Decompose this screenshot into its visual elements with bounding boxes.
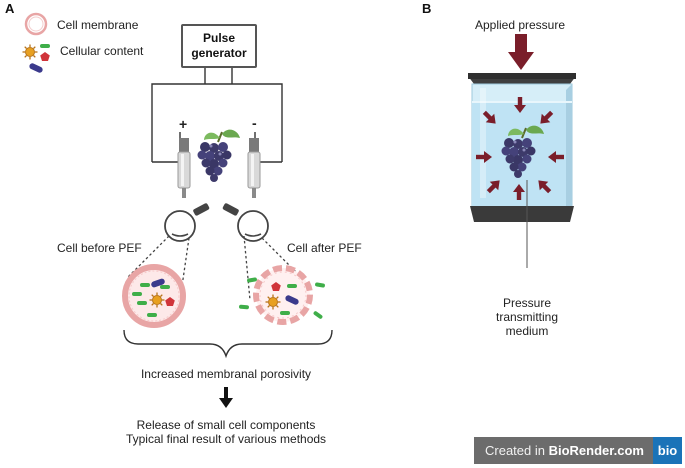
biorender-text: Created in BioRender.com	[474, 443, 653, 458]
applied-pressure-arrow-icon	[508, 34, 534, 70]
right-paddle-icon	[222, 203, 239, 216]
pulse-generator-box: Pulse generator	[181, 24, 257, 68]
biorender-prefix: Created in	[485, 443, 549, 458]
cell-after-label: Cell after PEF	[287, 241, 362, 255]
legend-pentagon-icon	[40, 52, 50, 61]
legend-membrane-label: Cell membrane	[57, 18, 139, 32]
medium-label-line1: Pressure	[502, 296, 552, 310]
legend-content-label: Cellular content	[60, 44, 144, 58]
medium-label-line2: transmitting	[495, 310, 559, 324]
legend-virus-icon	[21, 43, 39, 61]
pulse-generator-line1: Pulse	[202, 31, 235, 45]
plus-sign: +	[179, 116, 188, 132]
medium-label-line3: medium	[505, 324, 549, 338]
panel-label-b: B	[422, 1, 432, 16]
biorender-logo-icon: bio	[653, 437, 682, 464]
negative-electrode-icon	[247, 137, 261, 199]
pulse-generator-line2: generator	[191, 46, 247, 60]
applied-pressure-label: Applied pressure	[474, 18, 566, 32]
positive-electrode-icon	[177, 137, 191, 199]
cell-after-icon	[238, 265, 326, 325]
down-arrow-icon	[219, 387, 233, 408]
panel-label-a: A	[5, 1, 15, 16]
release-caption-line2: Typical final result of various methods	[125, 432, 327, 446]
legend-green-particle-icon	[40, 44, 50, 48]
legend-membrane-inner-icon	[28, 16, 44, 32]
cell-before-icon	[122, 264, 186, 328]
left-paddle-icon	[193, 203, 210, 216]
legend-rod-icon	[28, 62, 44, 74]
biorender-brand: BioRender.com	[548, 443, 644, 458]
cell-before-label: Cell before PEF	[57, 241, 142, 255]
biorender-watermark[interactable]: Created in BioRender.com bio	[474, 437, 682, 464]
porosity-caption: Increased membranal porosivity	[140, 367, 312, 381]
grape-cluster-pef-icon	[196, 128, 241, 183]
release-caption-line1: Release of small cell components	[136, 418, 316, 432]
minus-sign: -	[252, 115, 257, 131]
brace	[123, 329, 333, 359]
